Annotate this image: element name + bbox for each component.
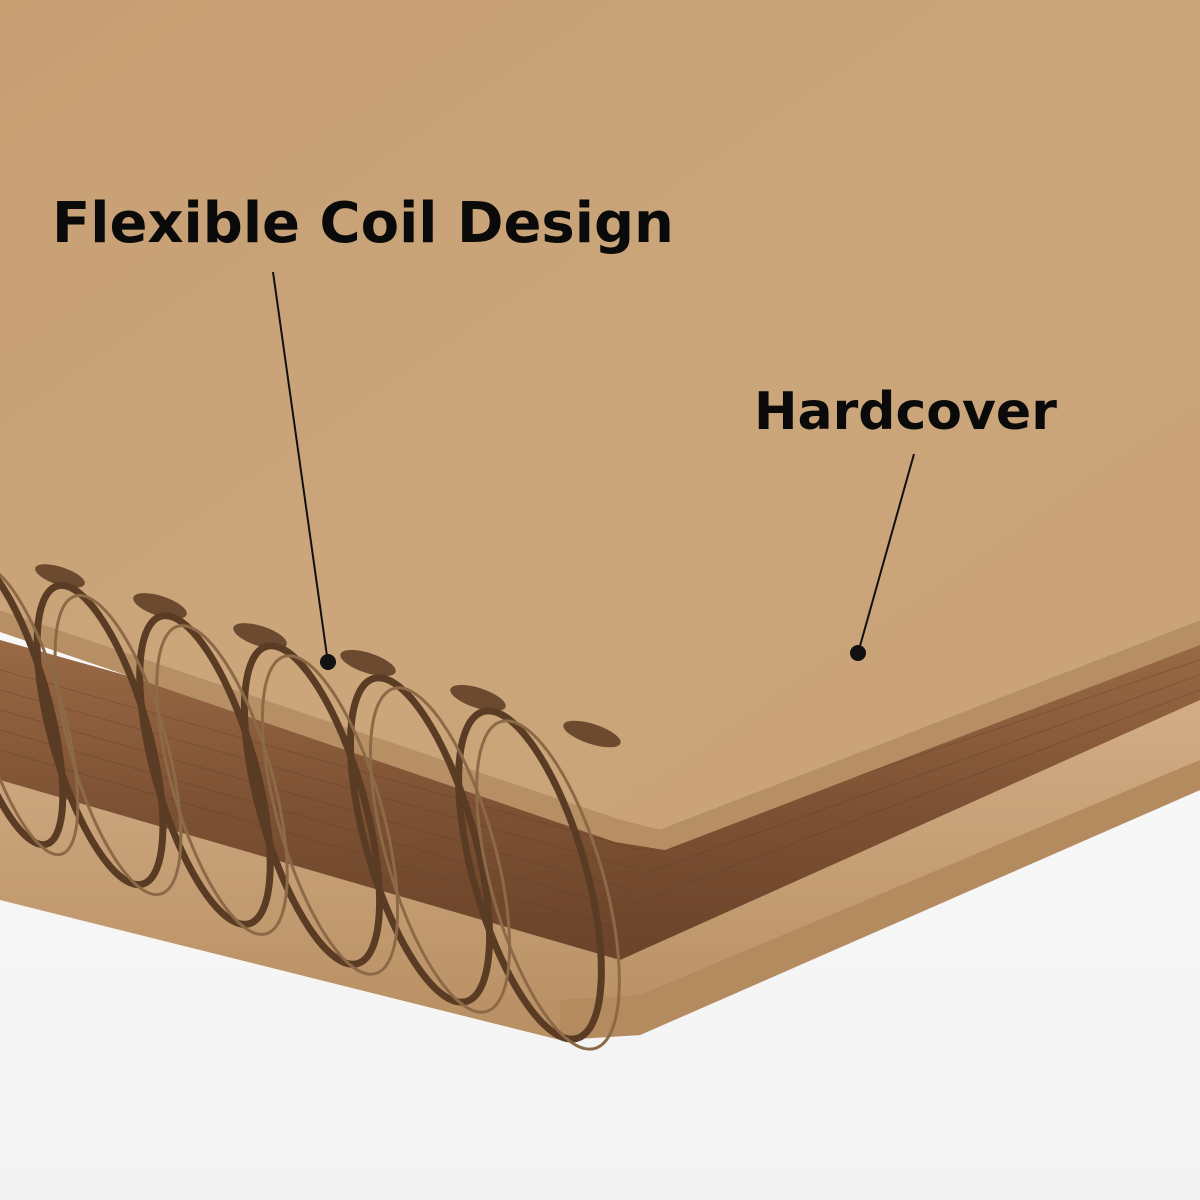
back-cover-edge xyxy=(560,760,1200,1040)
coil-rings xyxy=(0,551,621,1051)
coil-design-label: Flexible Coil Design xyxy=(52,191,674,256)
page-block xyxy=(0,640,1200,960)
hardcover-label: Hardcover xyxy=(754,382,1057,442)
punched-holes xyxy=(35,564,621,748)
front-cover-edge xyxy=(0,610,1200,850)
page-lines xyxy=(0,659,1200,931)
